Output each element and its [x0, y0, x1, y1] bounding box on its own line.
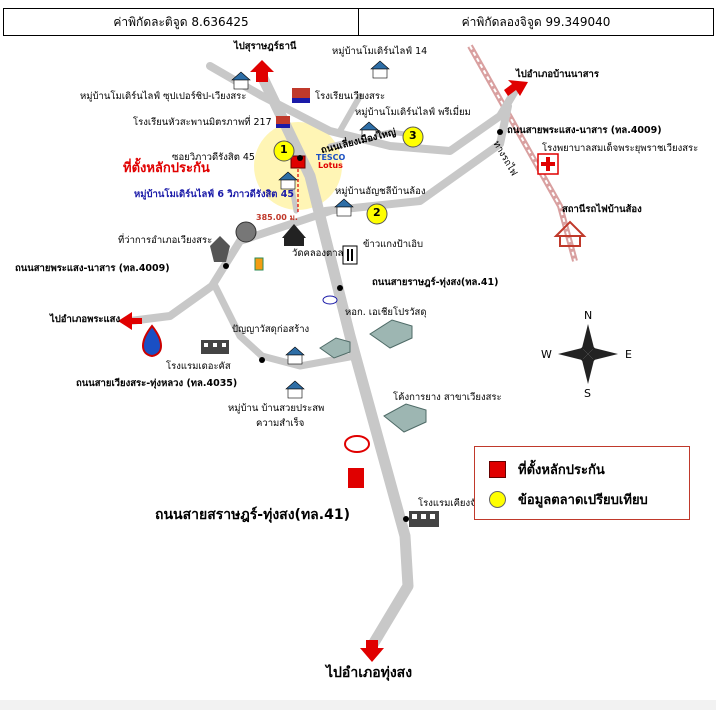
junction-dots — [223, 129, 503, 522]
district-seal-icon — [235, 221, 257, 243]
legend-row-comparable: ข้อมูลตลาดเปรียบเทียบ — [489, 489, 648, 510]
label-lotus: Lotus — [318, 161, 343, 170]
gas-station-icon — [322, 295, 338, 305]
legend-row-collateral: ที่ตั้งหลักประกัน — [489, 459, 605, 480]
hotel-icon — [409, 511, 439, 527]
label-village-modern-14: หมู่บ้านโมเดิร์นไลฟ์ 14 — [332, 46, 428, 57]
label-to-phrasaeng: ไปอำเภอพระแสง — [50, 314, 121, 325]
temple-icon — [282, 224, 306, 246]
label-road-4009-left: ถนนสายพระแสง-นาสาร (ทล.4009) — [15, 263, 170, 274]
warehouse-icon — [319, 337, 351, 359]
house-icon — [285, 346, 305, 365]
label-village-premium: หมู่บ้านโมเดิร์นไลฟ์ พรีเมี่ยม — [355, 107, 471, 118]
label-school-mitraphap: โรงเรียนหัวสะพานมิตรภาพที่ 217 — [133, 117, 272, 128]
arrow-north — [250, 60, 274, 82]
warehouse-icon — [383, 403, 427, 433]
bottom-strip — [0, 700, 716, 710]
longitude-cell: ค่าพิกัดลองจิจูด 99.349040 — [358, 9, 713, 35]
latitude-cell: ค่าพิกัดละติจูด 8.636425 — [113, 14, 249, 29]
house-icons — [231, 60, 390, 399]
comparable-marker-1 — [273, 140, 295, 162]
compass-e: E — [625, 348, 632, 361]
coordinates-bar: ค่าพิกัดละติจูด 8.636425 ค่าพิกัดลองจิจู… — [3, 8, 714, 36]
label-temple: วัดคลองตาล — [292, 248, 344, 259]
location-map: ไปสุราษฎร์ธานี หมู่บ้านโมเดิร์นไลฟ์ 14 ไ… — [0, 36, 716, 700]
compass-icon — [558, 324, 618, 384]
map-canvas — [118, 44, 618, 662]
label-railway-station: สถานีรถไฟบ้านส้อง — [562, 204, 642, 215]
warehouse-icon — [369, 319, 413, 349]
restaurant-icon — [342, 245, 358, 265]
comparable-markers — [273, 126, 424, 225]
label-collateral-location: ที่ตั้งหลักประกัน — [123, 161, 210, 176]
house-icon — [285, 380, 305, 399]
marker-number-3: 3 — [409, 129, 417, 142]
label-village-super-chip: หมู่บ้านโมเดิร์นไลฟ์ ซุปเปอร์ชิป-เวียงสร… — [80, 91, 247, 102]
label-dorm: หอก. เอเชียโปรวัสดุ — [345, 307, 427, 318]
label-soi-45: ซอยวิภาวดีรังสิต 45 — [172, 152, 255, 163]
label-road-4009-right: ถนนสายพระแสง-นาสาร (ทล.4009) — [507, 125, 662, 136]
label-hotel-south: โรงแรมเคียงจันทร์ — [418, 498, 494, 509]
garuda-icon — [210, 236, 230, 262]
label-road-main-big: ถนนสายสราษฎร์-ทุ่งสง(ทล.41) — [155, 507, 350, 523]
house-icon — [334, 198, 354, 217]
label-district-office: ที่ว่าการอำเภอเวียงสระ — [118, 235, 213, 246]
label-village-anchali: หมู่บ้านอัญชลีบ้านล้อง — [335, 186, 426, 197]
label-hospital: โรงพยาบาลสมเด็จพระยุพราชเวียงสระ — [542, 143, 699, 154]
label-road-4035: ถนนสายเวียงสระ-ทุ่งหลวง (ทล.4035) — [76, 378, 238, 389]
label-rice-mill: ข้าวแกงป้าเอิบ — [363, 239, 424, 250]
label-tesco: TESCO — [316, 153, 346, 162]
school-icon — [276, 116, 290, 128]
legend-collateral-label: ที่ตั้งหลักประกัน — [518, 463, 605, 478]
legend-circle-icon — [489, 491, 506, 508]
label-village-suan-2: ความสำเร็จ — [256, 418, 305, 429]
label-road-41: ถนนสายราษฎร์-ทุ่งสง(ทล.41) — [372, 277, 499, 288]
house-icon — [359, 121, 379, 140]
compass-s: S — [584, 387, 591, 400]
convenience-store-icon — [254, 257, 264, 271]
toyota-icon — [344, 435, 370, 453]
school-icons — [276, 88, 310, 128]
house-icon — [370, 60, 390, 79]
label-village-modern-6: หมู่บ้านโมเดิร์นไลฟ์ 6 วิภาวดีรังสิต 45 — [134, 189, 294, 200]
compass-n: N — [584, 309, 593, 322]
label-construction-store: ปัญญาวัสดุก่อสร้าง — [232, 324, 310, 335]
isuzu-icon — [348, 468, 364, 488]
arrow-west — [118, 312, 142, 330]
marker-number-1: 1 — [280, 143, 288, 156]
road-village-14 — [337, 93, 363, 134]
label-distance: 385.00 ม. — [256, 213, 298, 222]
comparable-marker-3 — [402, 126, 424, 148]
arrow-northeast — [504, 80, 528, 96]
label-to-surat: ไปสุราษฎร์ธานี — [234, 41, 297, 52]
label-to-thungsong: ไปอำเภอทุ่งสง — [326, 665, 413, 681]
label-hotel-resort: โรงแรมเดอะคัส — [166, 361, 231, 372]
arrow-south — [360, 640, 384, 662]
compass-w: W — [541, 348, 552, 361]
hotel-icon — [201, 340, 229, 354]
house-icon — [278, 171, 298, 190]
comparable-marker-2 — [366, 203, 388, 225]
label-village-suan: หมู่บ้าน บ้านสวยประสพ — [228, 403, 325, 414]
label-to-na-san: ไปอำเภอบ้านนาสาร — [516, 69, 599, 80]
railway-inner — [469, 45, 576, 262]
direction-arrows — [118, 60, 528, 662]
warehouse-icons — [319, 319, 427, 433]
label-school-wiangsa: โรงเรียนเวียงสระ — [315, 91, 386, 102]
map-legend: ที่ตั้งหลักประกัน ข้อมูลตลาดเปรียบเทียบ — [474, 446, 690, 520]
road-4035 — [211, 282, 359, 370]
legend-square-icon — [489, 461, 506, 478]
legend-comparable-label: ข้อมูลตลาดเปรียบเทียบ — [518, 493, 648, 508]
hospital-icon — [537, 153, 559, 175]
label-rubber-warehouse: โค้งการยาง สาขาเวียงสระ — [393, 392, 502, 403]
road-bypass — [206, 62, 519, 155]
school-icon — [292, 88, 310, 103]
ptt-station-icon — [142, 324, 162, 358]
marker-number-2: 2 — [373, 206, 381, 219]
railway-station-icon — [553, 220, 587, 247]
house-icon — [231, 71, 251, 90]
